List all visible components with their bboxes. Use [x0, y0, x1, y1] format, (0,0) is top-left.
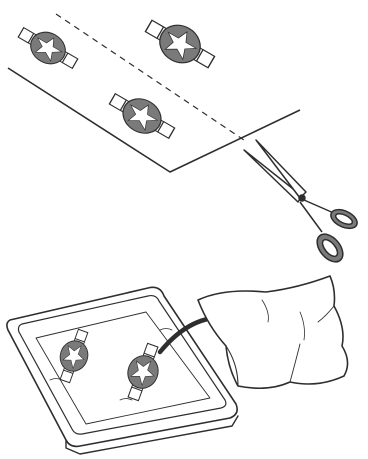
decal-icon: [14, 19, 83, 76]
scissors-icon: [244, 140, 360, 267]
decal-icon: [140, 10, 221, 77]
cloth-icon: [198, 276, 348, 388]
decal-sheet: [8, 10, 300, 172]
